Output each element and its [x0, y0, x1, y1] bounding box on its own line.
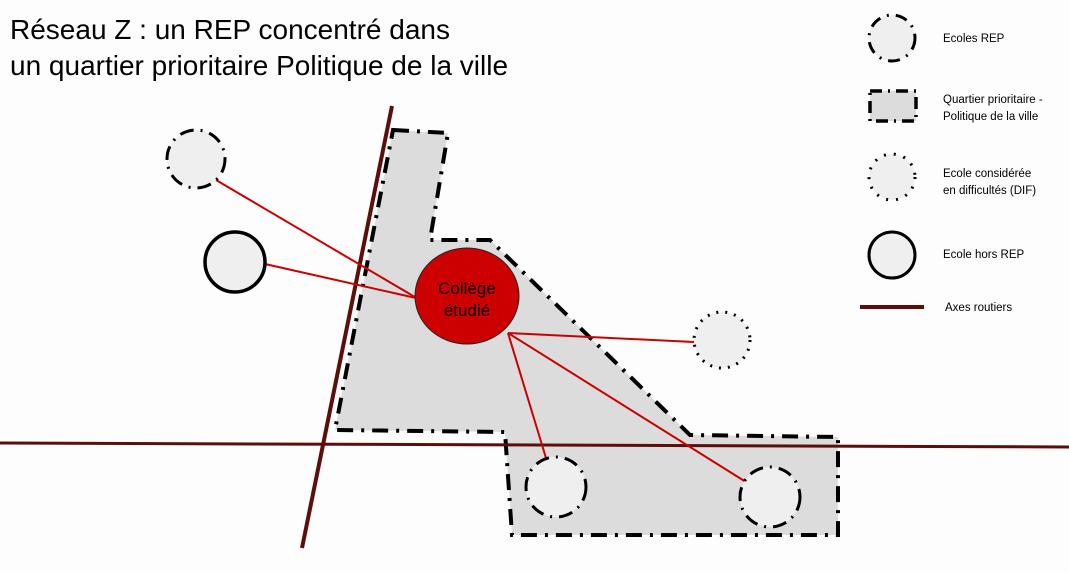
link	[507, 332, 695, 343]
legend-dif: Ecole considérée en difficultés (DIF)	[943, 166, 1036, 200]
legend-quartier: Quartier prioritaire - Politique de la v…	[943, 92, 1043, 126]
title-line-2: un quartier prioritaire Politique de la …	[10, 50, 509, 81]
ecole-dif	[692, 310, 752, 370]
link	[507, 332, 547, 459]
legend-dif-icon	[867, 152, 917, 202]
ecole-hors-rep	[203, 230, 267, 294]
links	[215, 179, 747, 483]
legend-axes: Axes routiers	[945, 302, 1013, 314]
road-horizontal	[0, 441, 1069, 449]
college-label-2: étudié	[444, 301, 490, 320]
college-label-1: Collège	[438, 279, 496, 298]
link	[264, 263, 417, 299]
legend-quartier-line-2: Politique de la ville	[943, 111, 1039, 123]
legend-ecoles-rep-icon	[867, 13, 917, 63]
legend-quartier-line-1: Quartier prioritaire -	[943, 94, 1043, 106]
legend-quartier-icon	[868, 89, 918, 123]
college-etudie	[414, 247, 520, 345]
legend-dif-line-1: Ecole considérée	[943, 168, 1032, 180]
legend-dif-line-2: en difficultés (DIF)	[943, 185, 1037, 197]
road-vertical	[300, 105, 394, 549]
ecole-rep	[165, 128, 227, 190]
legend-ecoles-rep: Ecoles REP	[943, 33, 1005, 45]
title-line-1: Réseau Z : un REP concentré dans	[10, 14, 450, 45]
legend-hors-rep: Ecole hors REP	[943, 249, 1025, 261]
ecole-rep	[524, 455, 588, 519]
page-title: Réseau Z : un REP concentré dans un quar…	[10, 12, 508, 84]
ecole-rep	[738, 465, 802, 529]
link	[507, 332, 747, 483]
link	[215, 179, 421, 301]
legend-hors-rep-icon	[867, 230, 917, 280]
